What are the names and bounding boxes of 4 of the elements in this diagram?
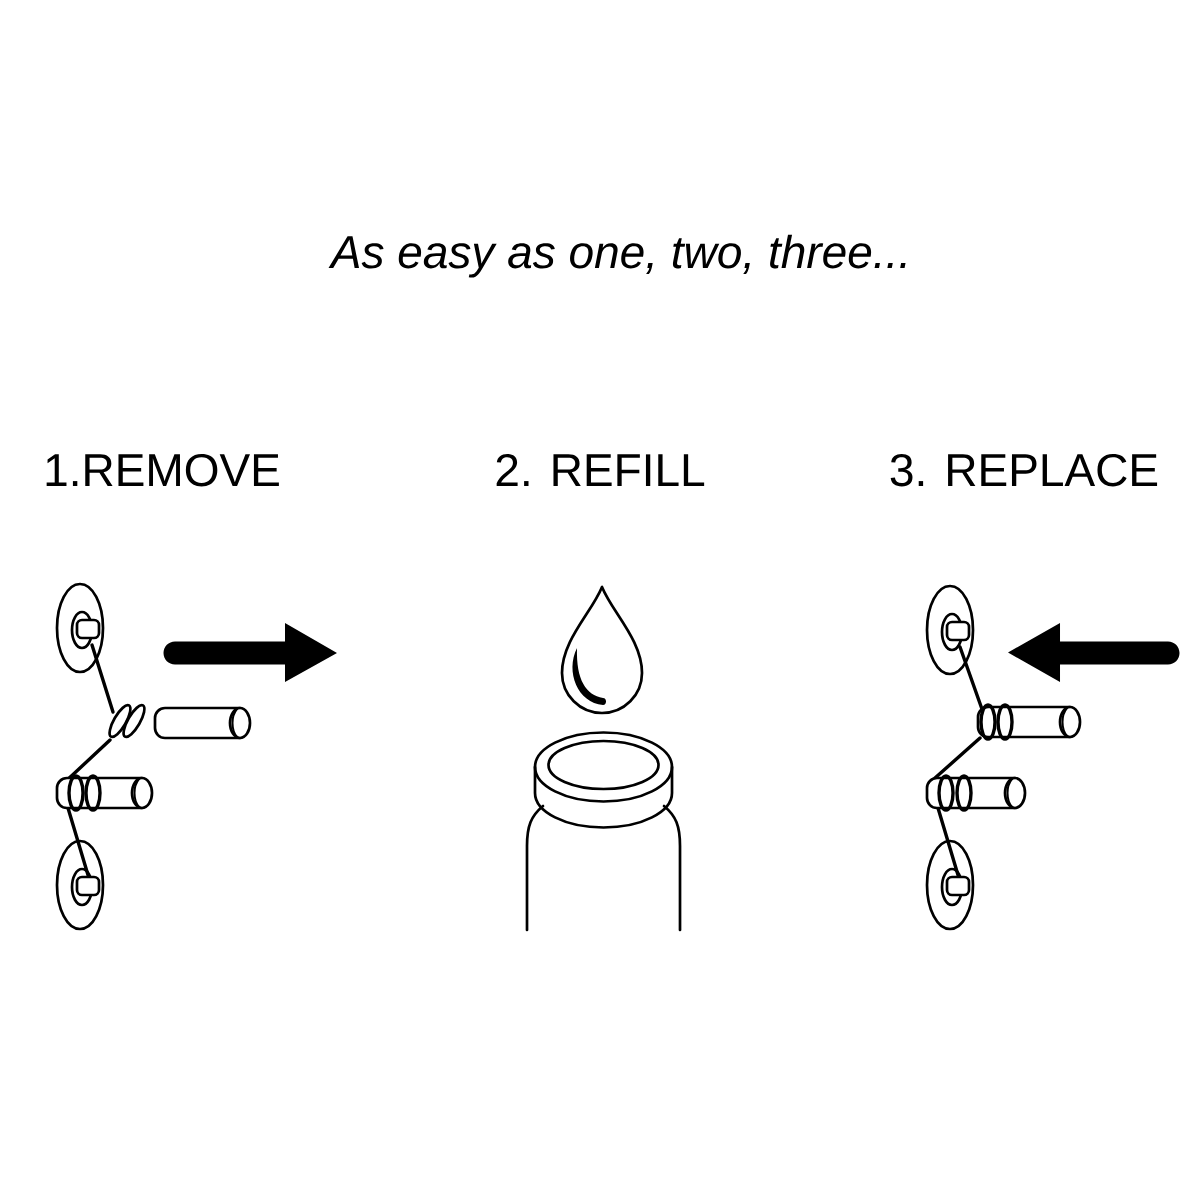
title: As easy as one, two, three... (328, 234, 906, 278)
step-label: 3. REPLACE (890, 453, 1158, 487)
step-label: 1.REMOVE (46, 453, 279, 487)
step-label: 2. REFILL (496, 453, 705, 486)
